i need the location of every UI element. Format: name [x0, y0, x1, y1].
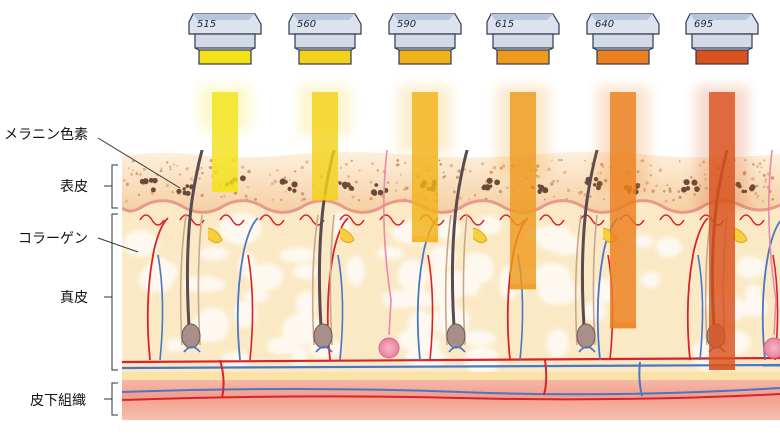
filter-cartridge: 615	[487, 14, 559, 64]
filter-row: 515 560 590 615 640 695	[189, 14, 758, 64]
light-beam	[610, 92, 636, 328]
filter-wavelength-label: 590	[397, 19, 416, 30]
filter-wavelength-label: 560	[297, 19, 316, 30]
filter-cartridge: 640	[587, 14, 659, 64]
filter-cartridge: 515	[189, 14, 261, 64]
filter-wavelength-label: 515	[197, 19, 216, 30]
filter-cartridge: 590	[389, 14, 461, 64]
light-beam	[510, 92, 536, 289]
epidermis-label: 表皮	[60, 176, 88, 196]
dermis-bracket	[112, 214, 118, 370]
filter-window	[597, 50, 649, 64]
filter-window	[497, 50, 549, 64]
light-beam	[709, 92, 735, 370]
melanin-label: メラニン色素	[4, 124, 88, 144]
filter-window	[399, 50, 451, 64]
epidermis-bracket	[112, 165, 118, 208]
filter-cartridge: 560	[289, 14, 361, 64]
subcutis-bracket	[112, 383, 118, 415]
filter-window	[696, 50, 748, 64]
light-beam	[412, 92, 438, 242]
filter-window	[299, 50, 351, 64]
dermis-label: 真皮	[60, 287, 88, 307]
filter-wavelength-label: 615	[495, 19, 514, 30]
filter-wavelength-label: 695	[694, 19, 713, 30]
light-beam	[312, 92, 338, 200]
filter-window	[199, 50, 251, 64]
filter-wavelength-label: 640	[595, 19, 614, 30]
collagen-label: コラーゲン	[18, 228, 88, 248]
subcutis-label: 皮下組織	[30, 390, 86, 410]
light-beam	[212, 92, 238, 192]
filter-cartridge: 695	[686, 14, 758, 64]
